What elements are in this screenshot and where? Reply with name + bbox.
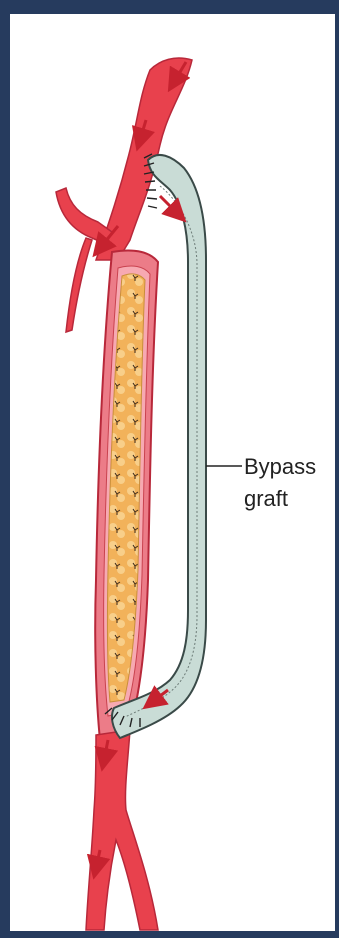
artery-lower: [86, 730, 158, 930]
artery-upper: [96, 58, 192, 260]
label-graft: graft: [244, 486, 288, 511]
label-bypass: Bypass: [244, 454, 316, 479]
